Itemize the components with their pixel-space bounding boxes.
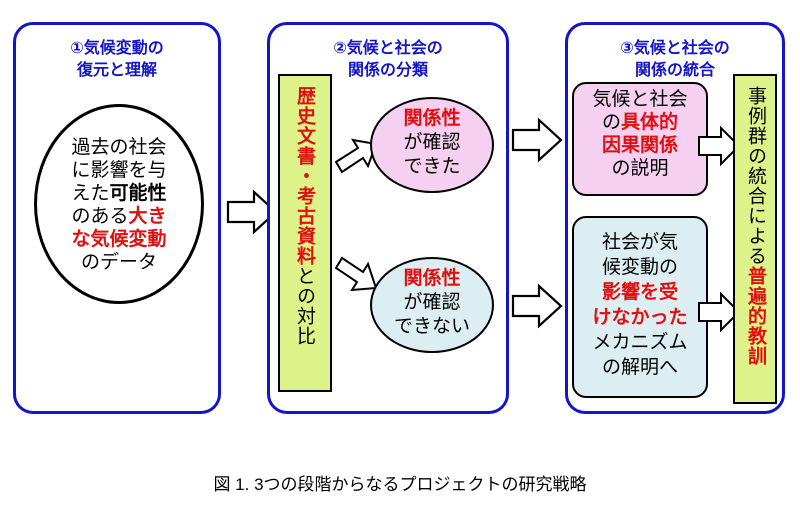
- panel1-title-line1: ①気候変動の: [70, 38, 164, 57]
- relation-unconfirmed-ellipse: [370, 257, 494, 353]
- mechanism-line: の解明へ: [572, 355, 708, 380]
- relation-confirmed-line3: できた: [403, 155, 461, 177]
- comparison-label: との対比: [294, 266, 316, 346]
- causal-relationship-text: 気候と社会の具体的因果関係の説明: [572, 88, 708, 180]
- arrow-right-icon: [511, 117, 563, 163]
- climate-data-segment: に影響を与: [71, 159, 167, 181]
- universal-lessons-label: 普遍的教訓: [745, 266, 767, 366]
- mechanism-segment: 候変動の: [601, 256, 678, 278]
- figure-caption: 図 1. 3つの段階からなるプロジェクトの研究戦略: [213, 475, 587, 494]
- climate-data-line: な気候変動: [44, 228, 194, 251]
- causal-relationship-box: [572, 82, 708, 196]
- panel3-title-line1: ③気候と社会の: [620, 38, 730, 57]
- causal-relationship-line: 因果関係: [572, 134, 708, 157]
- relation-unconfirmed-line2: が確認: [403, 291, 461, 313]
- mechanism-segment: の解明へ: [601, 356, 678, 378]
- mechanism-segment: メカニズム: [592, 331, 688, 353]
- climate-data-line: 過去の社会: [44, 136, 194, 159]
- causal-relationship-segment: 因果関係: [601, 134, 678, 156]
- mechanism-line: けなかった: [572, 305, 708, 330]
- mechanism-segment: 影響を受: [601, 281, 678, 303]
- climate-data-segment: な気候変動: [71, 228, 167, 250]
- panel2-title-line2: 関係の分類: [347, 60, 428, 79]
- relation-unconfirmed-head: 関係性: [403, 267, 461, 289]
- causal-relationship-segment: 具体的: [621, 111, 679, 133]
- mechanism-line: メカニズム: [572, 330, 708, 355]
- climate-data-line: のある大き: [44, 205, 194, 228]
- climate-data-segment: のある: [71, 205, 129, 227]
- climate-data-line: えた可能性: [44, 182, 194, 205]
- climate-data-line: のデータ: [44, 251, 194, 274]
- causal-relationship-line: の具体的: [572, 111, 708, 134]
- historical-documents-label: 歴史文書・考古資料: [294, 86, 316, 266]
- arrow-down-right-icon: [334, 256, 378, 292]
- panel3-title-line2: 関係の統合: [634, 60, 715, 79]
- arrow-right-icon: [698, 125, 741, 167]
- mechanism-line: 候変動の: [572, 255, 708, 280]
- causal-relationship-line: の説明: [572, 157, 708, 180]
- causal-relationship-segment: の: [601, 111, 621, 133]
- arrow-right-icon: [226, 189, 278, 235]
- climate-data-segment: 大き: [128, 205, 167, 227]
- panel2-title-line1: ②気候と社会の: [333, 38, 443, 57]
- mechanism-segment: けなかった: [592, 306, 688, 328]
- arrow-right-icon: [698, 291, 741, 333]
- relation-unconfirmed-text: 関係性 が確認 できない: [370, 266, 494, 338]
- climate-data-text: 過去の社会に影響を与えた可能性のある大きな気候変動のデータ: [44, 136, 194, 274]
- causal-relationship-line: 気候と社会: [572, 88, 708, 111]
- panel1-title-line2: 復元と理解: [76, 60, 157, 79]
- integration-label: 事例群の統合による: [745, 86, 767, 266]
- relation-unconfirmed-line3: できない: [393, 315, 470, 337]
- climate-data-circle: [34, 104, 204, 304]
- mechanism-line: 社会が気: [572, 230, 708, 255]
- climate-data-segment: えた: [71, 182, 110, 204]
- relation-confirmed-text: 関係性 が確認 できた: [370, 106, 494, 178]
- relation-confirmed-head: 関係性: [403, 107, 461, 129]
- universal-lessons-bar: 事例群の統合による普遍的教訓: [733, 74, 777, 404]
- relation-confirmed-line2: が確認: [403, 131, 461, 153]
- causal-relationship-segment: の説明: [611, 157, 669, 179]
- arrow-right-icon: [511, 283, 563, 329]
- mechanism-text: 社会が気候変動の影響を受けなかったメカニズムの解明へ: [572, 230, 708, 380]
- mechanism-segment: 社会が気: [601, 231, 678, 253]
- causal-relationship-segment: 気候と社会: [592, 88, 688, 110]
- mechanism-line: 影響を受: [572, 280, 708, 305]
- historical-documents-bar: 歴史文書・考古資料との対比: [278, 74, 332, 392]
- relation-confirmed-ellipse: [370, 97, 494, 193]
- climate-data-segment: 可能性: [109, 182, 167, 204]
- climate-data-line: に影響を与: [44, 159, 194, 182]
- climate-data-segment: 過去の社会: [71, 136, 167, 158]
- climate-data-segment: のデータ: [80, 251, 157, 273]
